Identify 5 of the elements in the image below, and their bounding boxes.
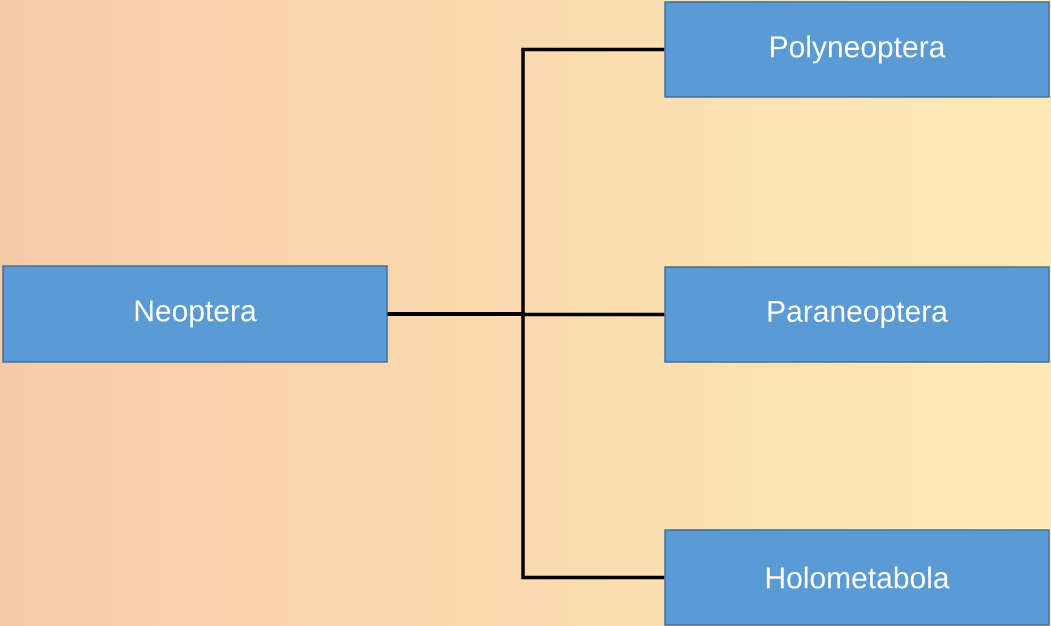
taxon-box: Holometabola — [664, 529, 1050, 626]
taxon-box: Polyneoptera — [664, 1, 1050, 98]
taxon-box: Paraneoptera — [664, 266, 1050, 363]
tree-branch — [387, 312, 665, 580]
taxon-box: Neoptera — [2, 265, 388, 363]
